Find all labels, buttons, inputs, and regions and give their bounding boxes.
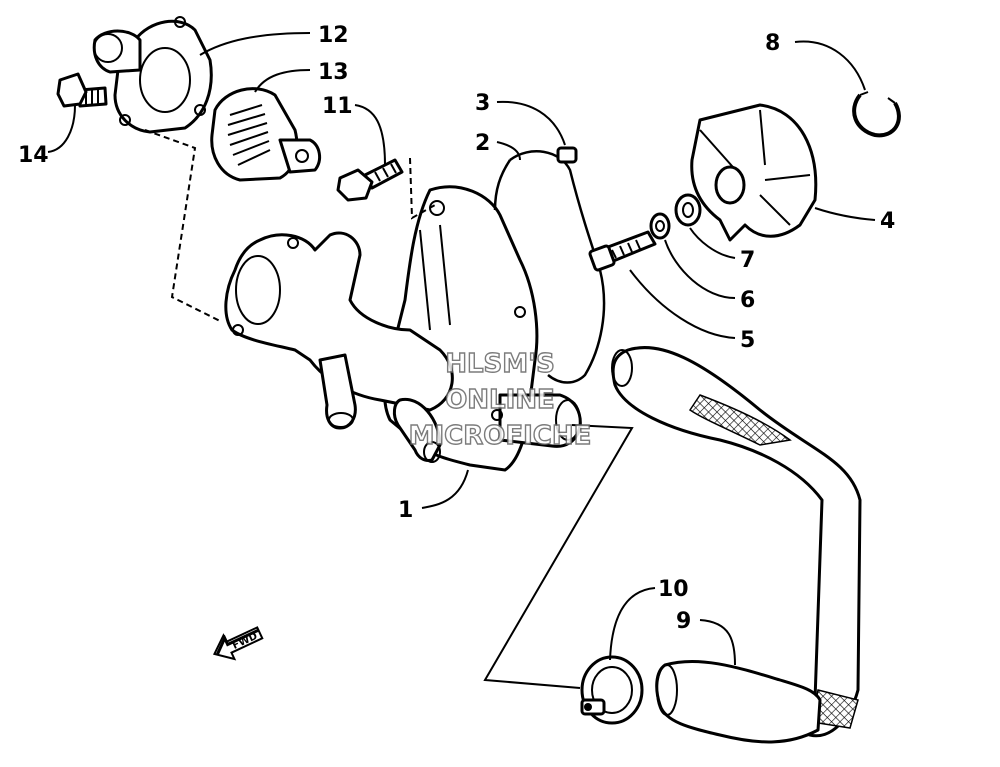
part-number-4: 4 <box>880 209 895 234</box>
leader-9 <box>699 619 736 666</box>
part-number-14: 14 <box>18 143 49 168</box>
thermostat-cover-bolt <box>56 72 108 108</box>
assembly-line-bolt <box>409 157 436 220</box>
thermostat-cover <box>92 16 213 134</box>
leader-1 <box>421 469 469 509</box>
hose-clamp <box>580 655 644 725</box>
part-number-13: 13 <box>318 60 349 85</box>
leader-6 <box>664 239 736 299</box>
thermostat <box>210 87 322 182</box>
leader-4 <box>814 207 876 221</box>
part-number-2: 2 <box>475 131 490 156</box>
dowel-pin <box>556 146 578 164</box>
watermark-line-3: MICROFICHE <box>409 421 592 451</box>
leader-10 <box>609 587 656 661</box>
circlip <box>852 91 901 138</box>
leader-7 <box>689 227 736 259</box>
leader-11 <box>354 104 386 166</box>
part-number-9: 9 <box>676 609 691 634</box>
part-number-7: 7 <box>740 248 755 273</box>
forward-arrow-icon: FWD <box>212 626 264 661</box>
part-number-3: 3 <box>475 91 490 116</box>
leader-2 <box>496 141 521 161</box>
part-number-12: 12 <box>318 23 349 48</box>
leader-3 <box>496 100 566 146</box>
impeller-bolt <box>588 230 657 272</box>
impeller-nut <box>674 193 702 227</box>
water-pump-impeller <box>690 103 818 242</box>
part-number-11: 11 <box>322 94 353 119</box>
watermark-line-1: HLSM'S <box>445 349 555 379</box>
assembly-line-hose <box>483 424 634 689</box>
leader-5 <box>629 269 736 339</box>
part-number-10: 10 <box>658 577 689 602</box>
water-pump-housing <box>224 185 582 472</box>
leader-14 <box>47 104 76 153</box>
leader-8 <box>794 40 866 91</box>
pump-mounting-bolt <box>336 158 404 202</box>
impeller-washer <box>649 212 671 240</box>
part-number-6: 6 <box>740 288 755 313</box>
assembly-line-cover <box>144 129 223 323</box>
watermark-line-2: ONLINE <box>445 385 555 415</box>
coolant-hose-lower <box>655 659 822 744</box>
watermark: HLSM'S ONLINE MICROFICHE <box>408 348 592 451</box>
leader-12 <box>199 32 311 56</box>
part-number-1: 1 <box>398 498 413 523</box>
part-number-5: 5 <box>740 328 755 353</box>
part-number-8: 8 <box>765 31 780 56</box>
leader-13 <box>254 69 311 93</box>
